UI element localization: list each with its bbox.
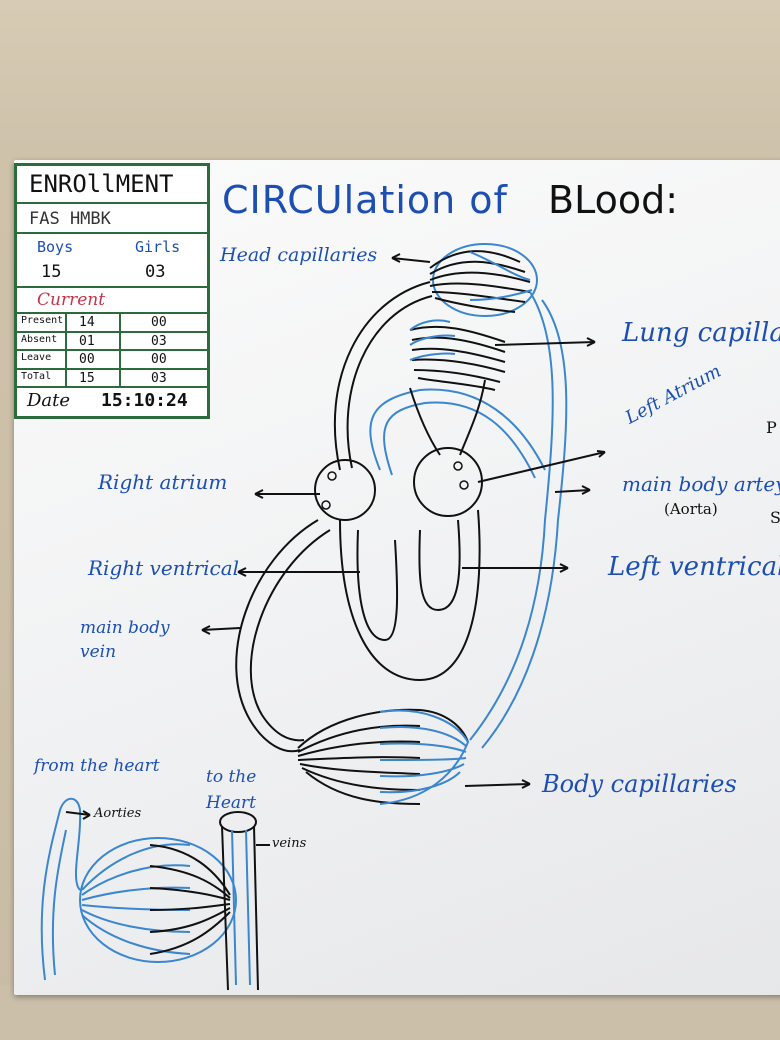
stat-boys: 14	[79, 315, 95, 330]
label-body-capillaries: Body capillaries	[542, 770, 737, 798]
vein-drawing	[219, 811, 270, 991]
stat-row: Present 14 00	[17, 314, 207, 333]
label-to-the-heart: to the Heart	[206, 767, 257, 813]
enrollment-title: ENROllMENT	[29, 170, 174, 198]
label-aorties: Aorties	[94, 806, 142, 821]
body-capillaries-drawing	[297, 708, 470, 805]
girls-count: 03	[145, 262, 166, 282]
boys-label: Boys	[37, 238, 74, 256]
class-name: FAS HMBK	[29, 209, 111, 229]
table-divider	[65, 314, 67, 388]
stat-label: ToTal	[21, 370, 52, 382]
label-right-atrium: Right atrium	[98, 470, 228, 494]
boys-count: 15	[41, 262, 62, 282]
current-row: Current	[17, 288, 207, 314]
label-edge-p: P	[766, 418, 777, 437]
date-value: 15:10:24	[101, 390, 188, 411]
stat-label: Absent	[21, 333, 58, 345]
label-main-body-vein: main body vein	[80, 618, 170, 662]
lung-capillaries-drawing	[409, 319, 506, 391]
label-arrows	[201, 253, 606, 789]
stat-row: ToTal 15 03	[17, 370, 207, 388]
stat-boys: 01	[79, 333, 95, 349]
label-main-body-artery: main body artey	[622, 472, 780, 496]
head-capillaries-drawing	[429, 243, 538, 317]
label-right-ventricle: Right ventrical	[88, 556, 240, 580]
stat-row: Leave 00 00	[17, 351, 207, 370]
diagram-title-blood: BLood:	[548, 178, 678, 222]
stat-girls: 03	[151, 370, 167, 386]
enrollment-table: ENROllMENT FAS HMBK Boys Girls 15 03 Cur…	[14, 163, 210, 419]
class-row: FAS HMBK	[17, 204, 207, 234]
heart-drawing	[314, 447, 483, 682]
stat-boys: 00	[79, 352, 95, 367]
enrollment-title-row: ENROllMENT	[17, 166, 207, 204]
label-left-ventricle: Left ventrical	[608, 552, 780, 582]
stat-girls: 03	[151, 333, 167, 349]
label-head-capillaries: Head capillaries	[220, 244, 378, 266]
stat-label: Present	[21, 315, 64, 326]
current-label: Current	[37, 290, 106, 310]
label-edge-s: S	[770, 508, 780, 527]
artery-capillary-drawing	[40, 797, 237, 981]
diagram-title: CIRCUlation of	[222, 178, 508, 222]
girls-label: Girls	[135, 238, 181, 256]
label-veins: veins	[272, 836, 307, 851]
stat-girls: 00	[151, 352, 167, 367]
stat-girls: 00	[151, 315, 167, 330]
stat-boys: 15	[79, 370, 95, 386]
boys-girls-row: Boys Girls 15 03	[17, 234, 207, 288]
stat-row: Absent 01 03	[17, 333, 207, 351]
stat-label: Leave	[21, 352, 52, 363]
label-from-the-heart: from the heart	[34, 756, 160, 776]
label-aorta: (Aorta)	[664, 500, 718, 518]
label-lung-capillaries: Lung capillari	[622, 318, 780, 348]
table-divider	[119, 314, 121, 388]
date-label: Date	[27, 390, 71, 411]
